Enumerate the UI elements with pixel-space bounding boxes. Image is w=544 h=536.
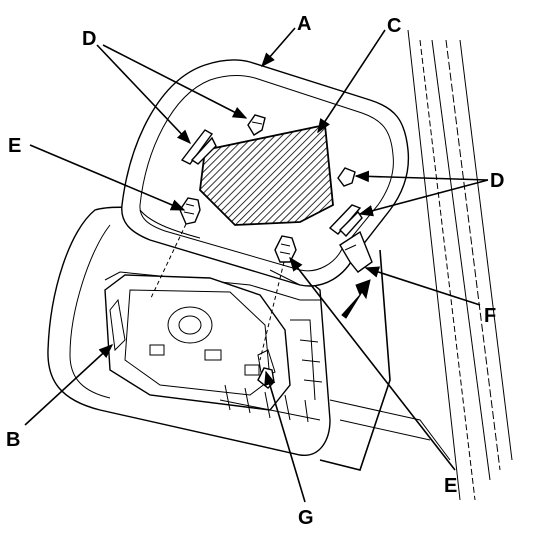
clip-e-bottom [274,235,297,263]
label-d-right: D [490,170,504,192]
label-d-top: D [82,28,96,50]
label-e-bottom: E [444,475,457,497]
tab-d-right [337,167,356,187]
label-f: F [484,305,496,327]
tab-d-lower-right [328,204,363,238]
tab-d-upper-center [247,114,266,136]
label-g: G [298,507,314,529]
tab-d-upper-left [180,129,217,165]
leader-lines [24,27,489,503]
label-e-left: E [8,135,21,157]
install-direction-arrow [341,279,371,319]
door-frame-lines [319,29,513,501]
label-b: B [6,429,20,451]
label-c: C [387,15,401,37]
alignment-guides [149,223,285,361]
label-a: A [297,13,311,35]
